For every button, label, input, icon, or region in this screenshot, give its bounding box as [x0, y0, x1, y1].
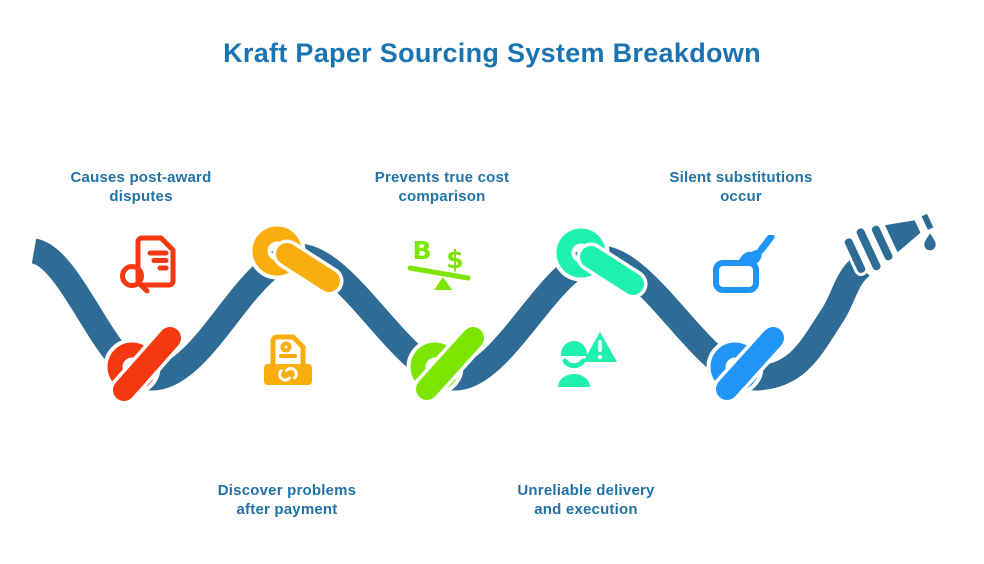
- knot-teal: [552, 224, 648, 299]
- hose-nozzle-icon: [841, 210, 937, 276]
- document-search-icon: [120, 235, 176, 294]
- label-line: Discover problems: [217, 482, 357, 499]
- label-unreliable-delivery: Unreliable delivery and execution: [476, 481, 696, 519]
- knot-blue: [706, 323, 788, 404]
- currency-seesaw-icon: B $: [408, 236, 471, 290]
- worker-warning-icon: [558, 332, 617, 387]
- paintbrush-icon: [713, 235, 775, 293]
- knot-orange: [248, 222, 344, 296]
- label-line: Unreliable delivery: [517, 482, 655, 499]
- label-line: Causes post-award: [70, 169, 212, 186]
- label-line: after payment: [236, 501, 338, 518]
- label-line: occur: [720, 188, 762, 205]
- label-silent-substitutions: Silent substitutions occur: [631, 168, 851, 206]
- knot-red: [103, 323, 185, 405]
- page-title: Kraft Paper Sourcing System Breakdown: [223, 38, 761, 68]
- label-line: and execution: [534, 501, 638, 518]
- label-line: Prevents true cost: [374, 169, 510, 186]
- document-handshake-icon: [264, 334, 312, 385]
- label-causes-post-award-disputes: Causes post-award disputes: [31, 168, 251, 206]
- dollar-glyph: $: [446, 245, 463, 274]
- label-line: Silent substitutions: [669, 169, 813, 186]
- water-drip-icon: [921, 228, 939, 253]
- baht-glyph: B: [412, 236, 431, 265]
- knot-green: [406, 323, 488, 404]
- label-prevents-cost-comparison: Prevents true cost comparison: [332, 168, 552, 206]
- label-line: disputes: [109, 188, 173, 205]
- label-line: comparison: [398, 188, 486, 205]
- label-discover-problems: Discover problems after payment: [177, 481, 397, 519]
